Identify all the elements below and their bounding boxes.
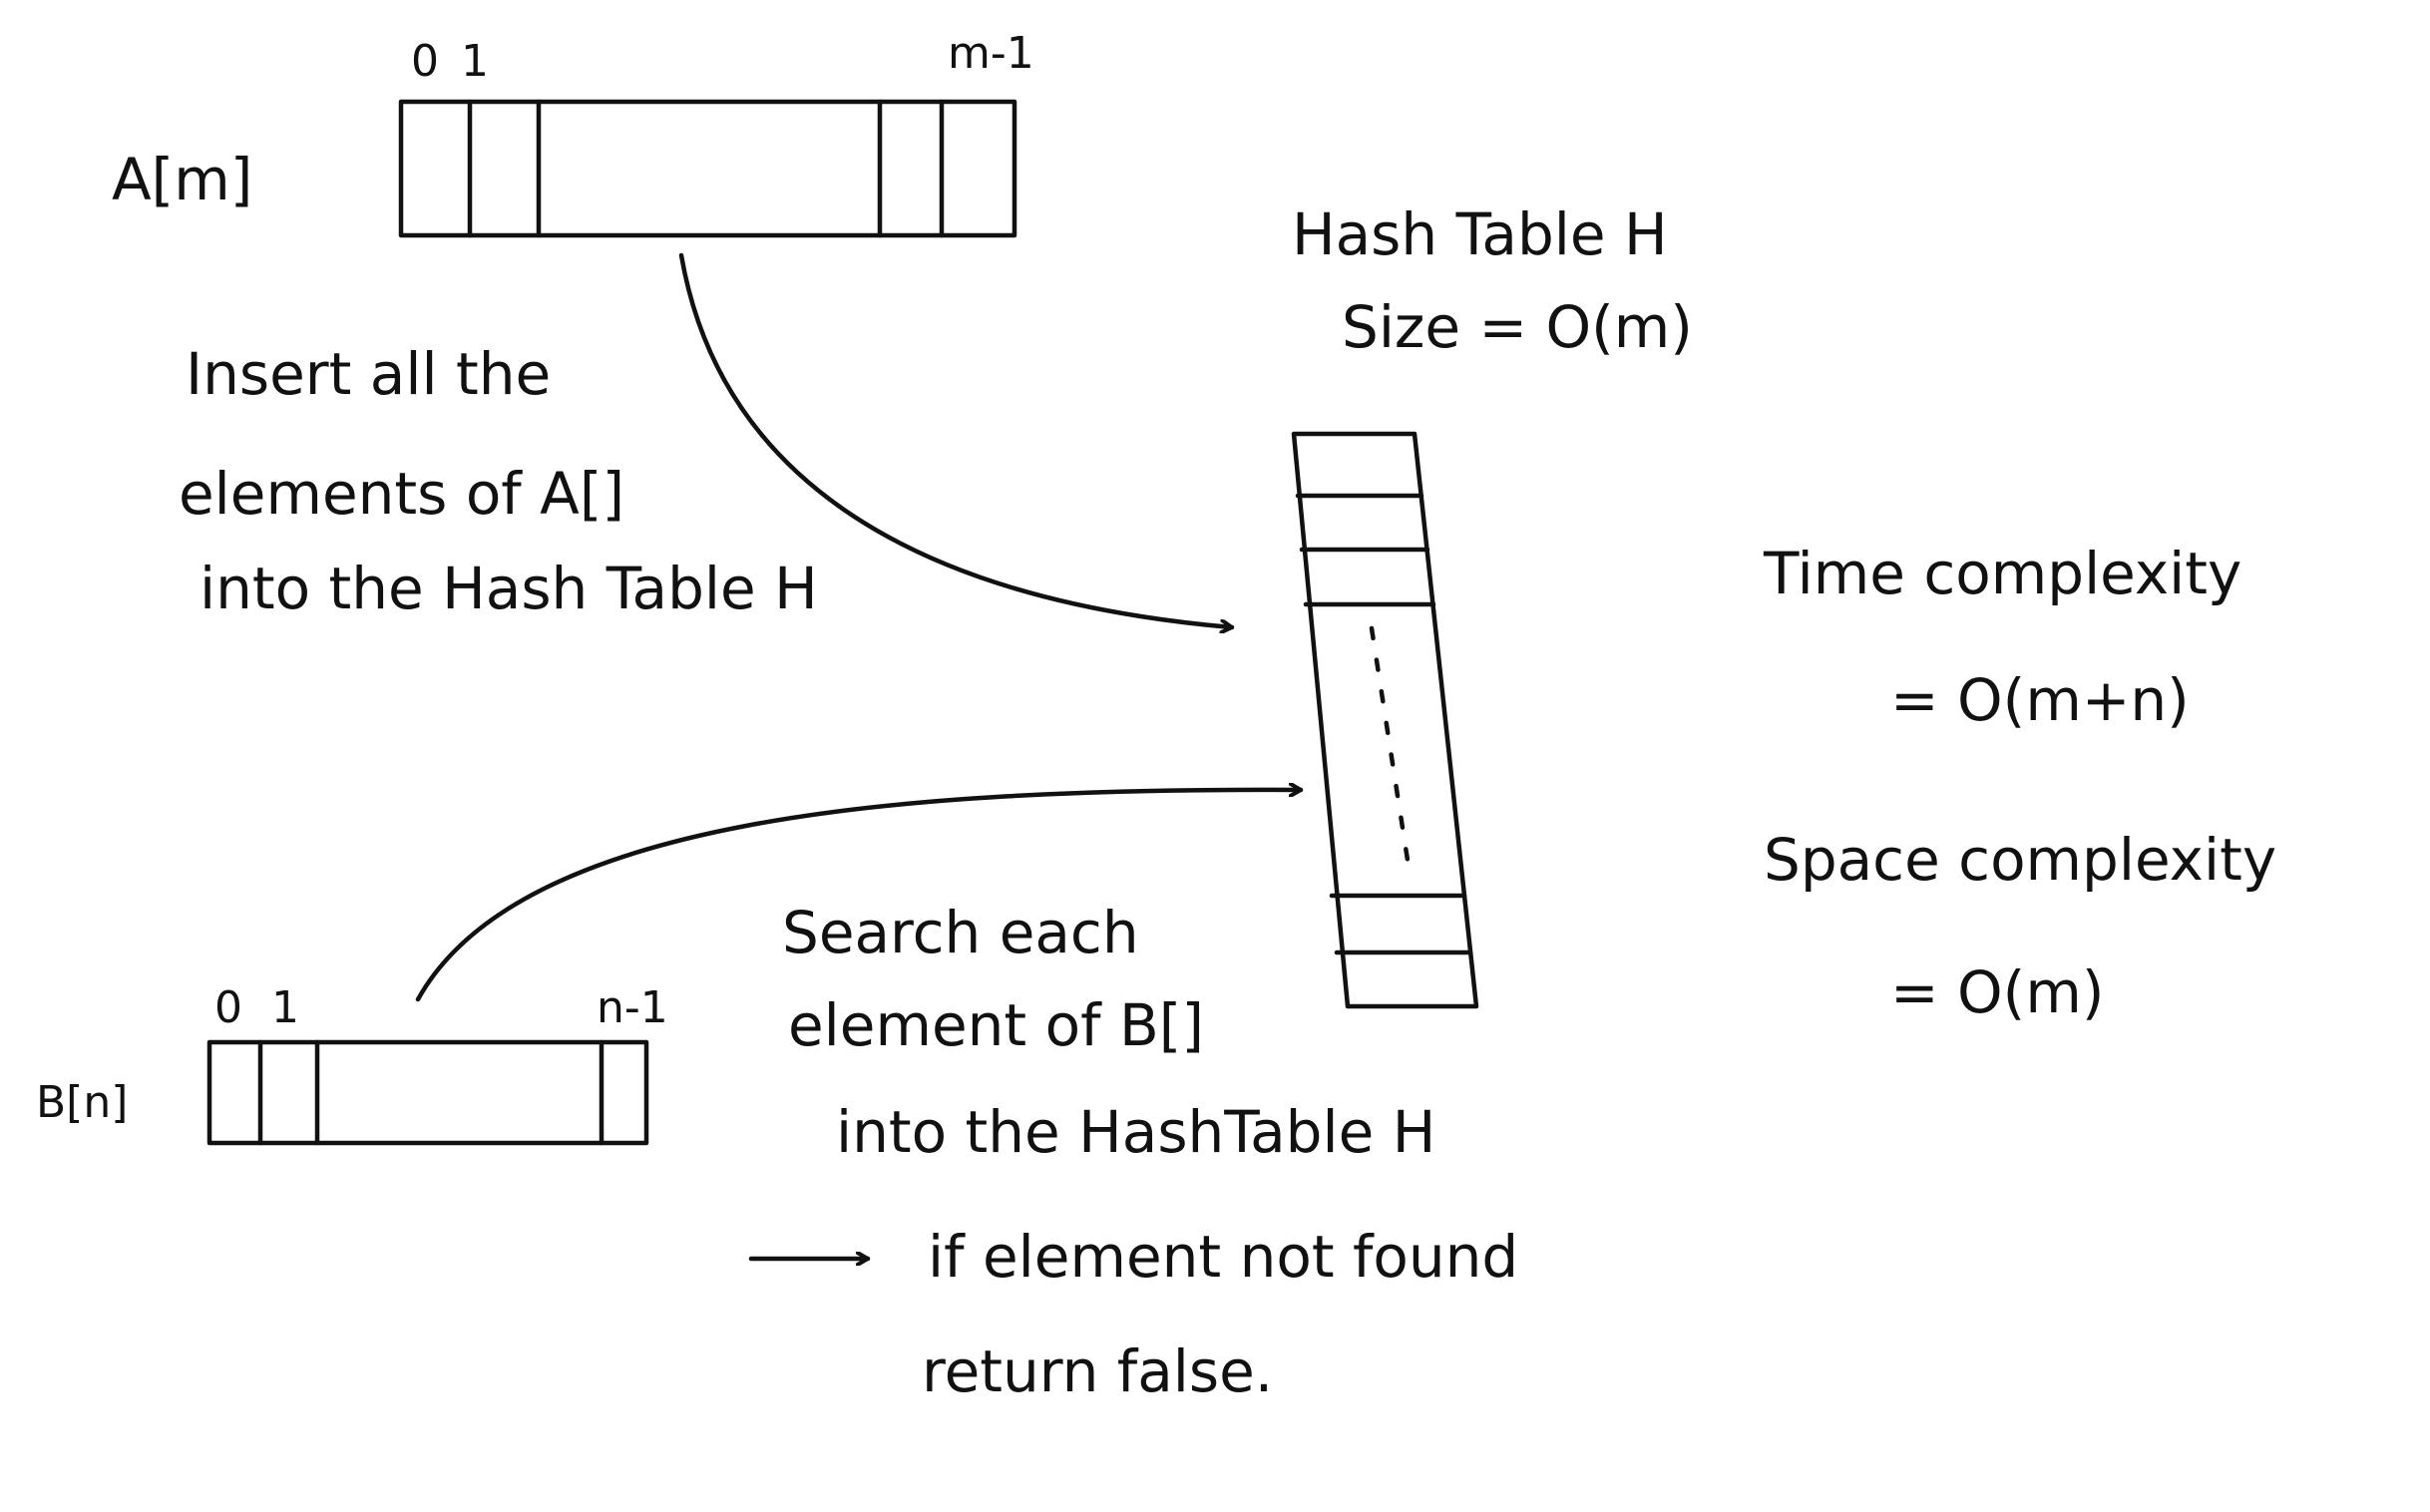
search-note-line1: Search each <box>782 899 1139 966</box>
search-arrow <box>415 790 1304 1002</box>
complexity-notes: Time complexity = O(m+n) Space complexit… <box>1763 540 2276 1026</box>
hash-table-size: Size = O(m) <box>1342 293 1693 361</box>
array-b-index-last: n-1 <box>597 982 668 1033</box>
array-b-box <box>206 1039 649 1146</box>
array-a-index-0: 0 <box>411 36 439 87</box>
search-note: Search each element of B[] into the Hash… <box>748 899 1518 1405</box>
insert-note: Insert all the elements of A[] into the … <box>179 340 818 622</box>
array-b: 0 1 n-1 B[n] <box>36 982 668 1146</box>
search-note-line3: into the HashTable H <box>836 1098 1435 1166</box>
insert-note-line2: elements of A[] <box>179 460 624 528</box>
search-note-line5: return false. <box>922 1337 1273 1405</box>
hash-table-box <box>1291 431 1479 1009</box>
array-a-index-1: 1 <box>461 36 489 87</box>
insert-note-line3: into the Hash Table H <box>200 555 818 622</box>
array-b-label: B[n] <box>36 1077 128 1128</box>
array-b-index-1: 1 <box>271 982 299 1033</box>
array-a-box <box>398 99 1017 238</box>
space-complexity-value: = O(m) <box>1890 958 2104 1026</box>
insert-note-line1: Insert all the <box>186 340 551 408</box>
array-a-label: A[m] <box>112 146 252 213</box>
insert-arrow <box>678 252 1232 627</box>
hash-table-title: Hash Table H <box>1292 200 1668 268</box>
array-b-index-0: 0 <box>214 982 242 1033</box>
array-a-index-last: m-1 <box>948 28 1034 79</box>
hash-table-ellipsis <box>1369 625 1413 876</box>
space-complexity-label: Space complexity <box>1764 826 2276 894</box>
search-note-line4: if element not found <box>928 1223 1518 1291</box>
hash-table: Hash Table H Size = O(m) <box>1291 200 1693 1009</box>
search-note-line2: element of B[] <box>788 991 1204 1059</box>
array-a: 0 1 m-1 A[m] <box>112 28 1034 238</box>
time-complexity-label: Time complexity <box>1763 540 2241 607</box>
time-complexity-value: = O(m+n) <box>1890 666 2190 734</box>
